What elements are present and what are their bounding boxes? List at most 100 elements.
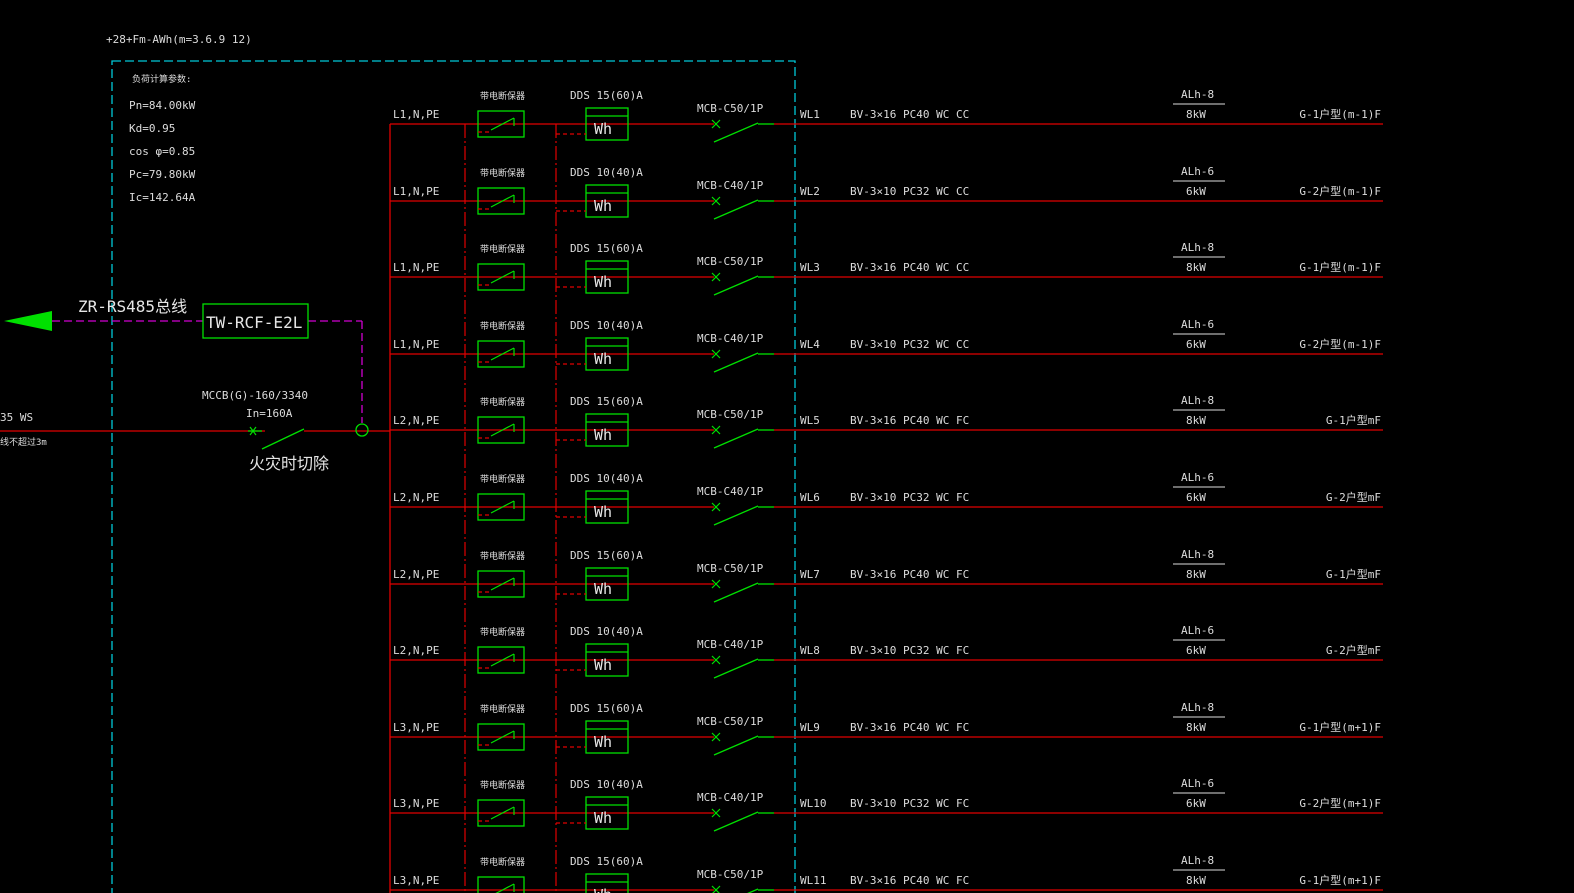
circuit-id: WL11 [800, 874, 827, 887]
phase-label: L2,N,PE [393, 644, 439, 657]
mcb-contact-icon [713, 122, 759, 143]
protector-box [477, 876, 525, 893]
load-box-id: ALh-6 [1181, 777, 1214, 790]
protector-box [477, 263, 525, 291]
mcb-contact-icon [713, 582, 759, 603]
mcb-label: MCB-C40/1P [697, 332, 764, 345]
destination-label: G-2户型(m+1)F [1299, 796, 1381, 810]
calc-title: 负荷计算参数: [132, 73, 191, 85]
load-box-id: ALh-8 [1181, 241, 1214, 254]
load-power: 8kW [1186, 108, 1206, 121]
bus-arrow-icon [4, 311, 52, 331]
load-power: 6kW [1186, 338, 1206, 351]
kwh-meter-box [585, 643, 629, 677]
protector-box [477, 493, 525, 521]
meter-label: DDS 10(40)A [570, 166, 643, 179]
destination-label: G-2户型mF [1326, 643, 1381, 657]
circuit-id: WL6 [800, 491, 820, 504]
destination-label: G-2户型(m-1)F [1299, 337, 1381, 351]
kwh-meter-icon: Wh [594, 503, 612, 521]
destination-label: G-1户型(m-1)F [1299, 260, 1381, 274]
bus-device-box [202, 303, 309, 339]
phase-label: L1,N,PE [393, 338, 439, 351]
kwh-meter-box [585, 184, 629, 218]
mcb-label: MCB-C50/1P [697, 868, 764, 881]
mcb-label: MCB-C50/1P [697, 102, 764, 115]
kwh-meter-box [585, 567, 629, 601]
meter-label: DDS 10(40)A [570, 625, 643, 638]
destination-label: G-1户型(m+1)F [1299, 720, 1381, 734]
phase-label: L1,N,PE [393, 261, 439, 274]
phase-label: L3,N,PE [393, 721, 439, 734]
rs485-bus: ZR-RS485总线 TW-RCF-E2L [4, 297, 363, 423]
circuit-id: WL2 [800, 185, 820, 198]
load-box-id: ALh-8 [1181, 394, 1214, 407]
mcb-label: MCB-C40/1P [697, 791, 764, 804]
mcb-contact-icon [713, 199, 759, 220]
meter-label: DDS 15(60)A [570, 855, 643, 868]
mcb-contact-icon [747, 888, 759, 893]
mcb-contact-icon [713, 505, 759, 526]
calc-cos: cos φ=0.85 [129, 145, 195, 158]
kwh-meter-box [585, 720, 629, 754]
load-box-id: ALh-8 [1181, 854, 1214, 867]
switch-icon [490, 653, 515, 667]
kwh-meter-box [585, 796, 629, 830]
mcb-label: MCB-C40/1P [697, 485, 764, 498]
kwh-meter-box [585, 107, 629, 141]
protector-label: 带电断保器 [480, 90, 525, 102]
protector-label: 带电断保器 [480, 167, 525, 179]
switch-icon [490, 270, 515, 284]
protector-label: 带电断保器 [480, 550, 525, 562]
load-power: 6kW [1186, 185, 1206, 198]
destination-label: G-1户型mF [1326, 567, 1381, 581]
switch-icon [495, 883, 515, 893]
incoming-breaker: MCCB(G)-160/3340 [202, 389, 308, 402]
fire-cut-note: 火灾时切除 [249, 454, 329, 473]
meter-label: DDS 15(60)A [570, 549, 643, 562]
calc-parameters: 负荷计算参数: Pn=84.00kW Kd=0.95 cos φ=0.85 Pc… [129, 73, 196, 204]
destination-label: G-1户型(m-1)F [1299, 107, 1381, 121]
meter-label: DDS 15(60)A [570, 89, 643, 102]
circuit-id: WL5 [800, 414, 820, 427]
cable-spec: BV-3×10 PC32 WC CC [850, 338, 969, 351]
protector-label: 带电断保器 [480, 856, 525, 868]
protector-label: 带电断保器 [480, 779, 525, 791]
load-power: 8kW [1186, 721, 1206, 734]
load-power: 8kW [1186, 261, 1206, 274]
load-box-id: ALh-8 [1181, 548, 1214, 561]
mcb-label: MCB-C50/1P [697, 562, 764, 575]
switch-icon [490, 347, 515, 361]
phase-label: L3,N,PE [393, 874, 439, 887]
protector-label: 带电断保器 [480, 243, 525, 255]
protector-box [477, 340, 525, 368]
load-box-id: ALh-6 [1181, 165, 1214, 178]
mcb-label: MCB-C50/1P [697, 408, 764, 421]
meter-label: DDS 10(40)A [570, 472, 643, 485]
protector-label: 带电断保器 [480, 473, 525, 485]
meter-label: DDS 15(60)A [570, 242, 643, 255]
protector-box [477, 723, 525, 751]
mcb-contact-icon [713, 735, 759, 756]
meter-label: DDS 10(40)A [570, 778, 643, 791]
destination-label: G-1户型(m+1)F [1299, 873, 1381, 887]
load-box-id: ALh-6 [1181, 624, 1214, 637]
cable-spec: BV-3×10 PC32 WC FC [850, 797, 969, 810]
kwh-meter-icon: Wh [594, 809, 612, 827]
protector-box [477, 799, 525, 827]
meter-label: DDS 15(60)A [570, 395, 643, 408]
protector-box [477, 110, 525, 138]
mcb-label: MCB-C40/1P [697, 638, 764, 651]
circuit-id: WL8 [800, 644, 820, 657]
mcb-contact-icon [713, 811, 759, 832]
cable-spec: BV-3×10 PC32 WC FC [850, 491, 969, 504]
mcb-label: MCB-C50/1P [697, 255, 764, 268]
